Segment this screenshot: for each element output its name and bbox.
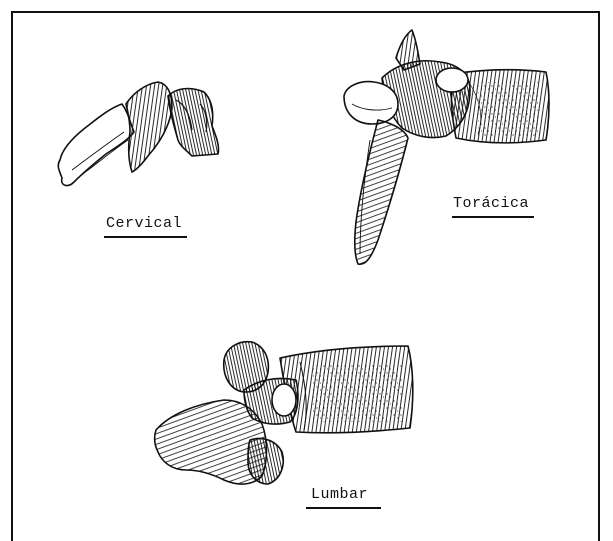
underline-thoracic xyxy=(452,216,534,218)
label-thoracic: Torácica xyxy=(453,195,529,212)
label-lumbar: Lumbar xyxy=(311,486,368,503)
lumbar-vertebra-drawing xyxy=(155,342,413,484)
thoracic-vertebra-drawing xyxy=(344,30,549,264)
underline-lumbar xyxy=(306,507,381,509)
label-cervical: Cervical xyxy=(106,215,182,232)
underline-cervical xyxy=(104,236,187,238)
cervical-vertebra-drawing xyxy=(58,82,218,185)
